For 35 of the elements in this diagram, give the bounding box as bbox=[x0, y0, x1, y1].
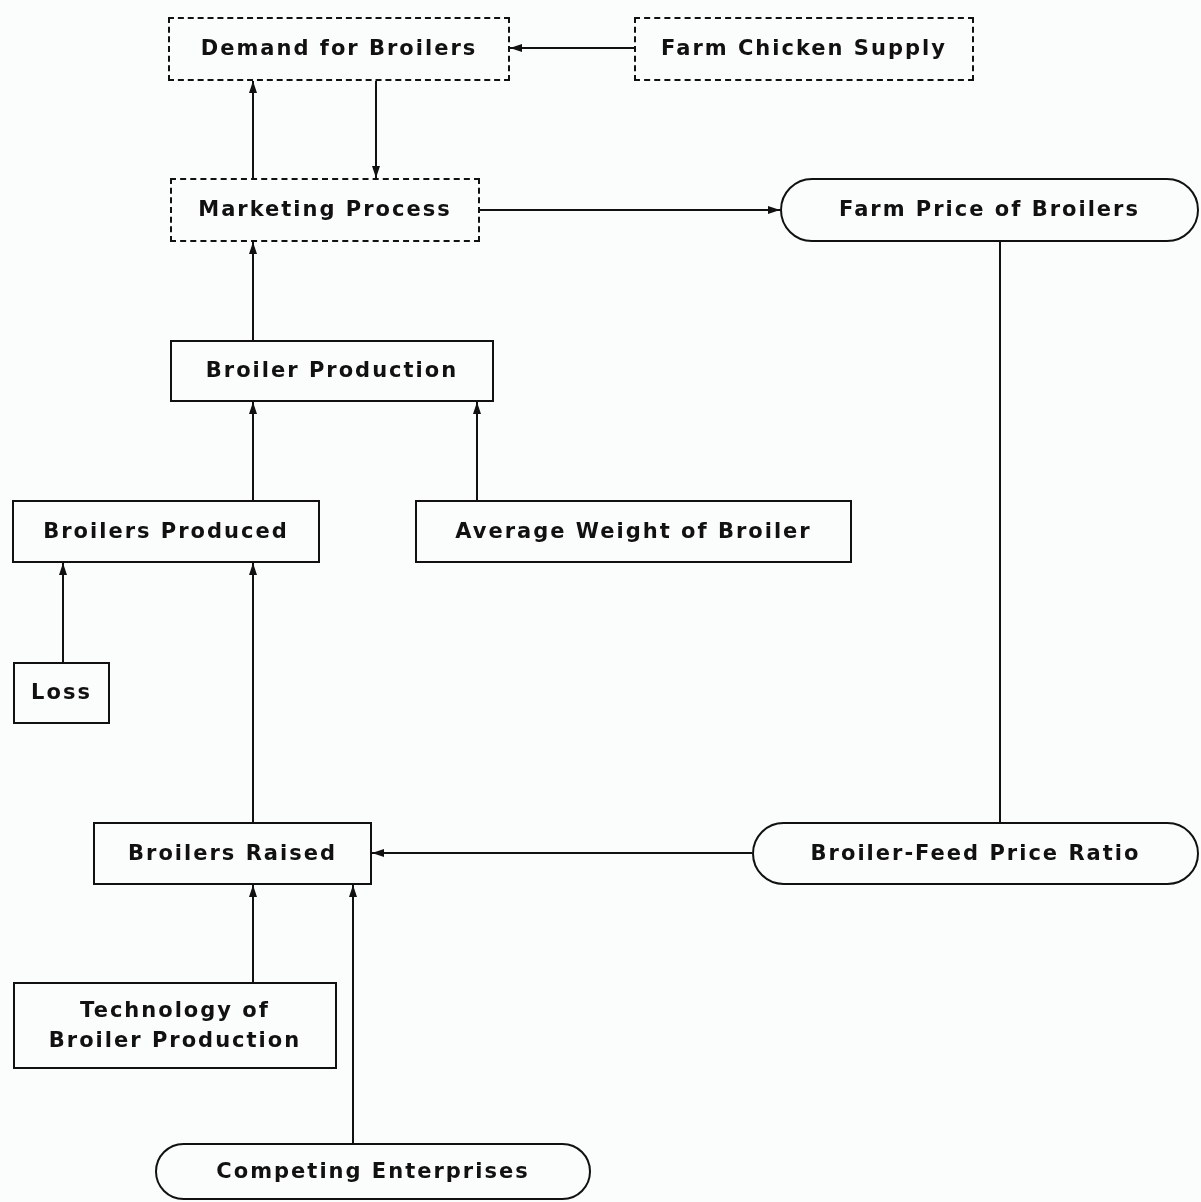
node-label: Farm Price of Broilers bbox=[838, 196, 1141, 224]
process-box bbox=[12, 500, 320, 563]
rounded-box bbox=[155, 1143, 591, 1200]
rounded-box bbox=[780, 178, 1199, 242]
node-label: Broiler Production bbox=[204, 357, 460, 385]
arrow bbox=[249, 884, 257, 983]
process-box bbox=[13, 662, 110, 724]
dashed-box bbox=[634, 17, 974, 81]
node-label: Broiler-Feed Price Ratio bbox=[809, 839, 1142, 867]
process-box bbox=[13, 982, 337, 1069]
arrow bbox=[249, 562, 257, 823]
arrow bbox=[509, 44, 635, 52]
arrow bbox=[249, 80, 257, 179]
arrow bbox=[371, 849, 753, 857]
process-box bbox=[415, 500, 852, 563]
node-label: Technology of Broiler Production bbox=[47, 997, 303, 1054]
node-label: Broilers Raised bbox=[127, 839, 338, 867]
node-label: Farm Chicken Supply bbox=[660, 35, 948, 63]
arrow bbox=[249, 241, 257, 341]
arrow bbox=[479, 206, 781, 214]
node-label: Broilers Produced bbox=[42, 517, 290, 545]
node-label: Loss bbox=[30, 679, 93, 707]
node-label: Average Weight of Broiler bbox=[454, 517, 813, 545]
node-label: Demand for Broilers bbox=[199, 35, 479, 63]
dashed-box bbox=[170, 178, 480, 242]
arrow bbox=[59, 562, 67, 663]
process-box bbox=[93, 822, 372, 885]
dashed-box bbox=[168, 17, 510, 81]
arrow bbox=[372, 80, 380, 179]
node-label: Competing Enterprises bbox=[215, 1157, 531, 1185]
process-box bbox=[170, 340, 494, 402]
arrow bbox=[349, 884, 357, 1144]
arrow bbox=[473, 401, 481, 501]
arrow bbox=[249, 401, 257, 501]
node-label: Marketing Process bbox=[197, 196, 453, 224]
